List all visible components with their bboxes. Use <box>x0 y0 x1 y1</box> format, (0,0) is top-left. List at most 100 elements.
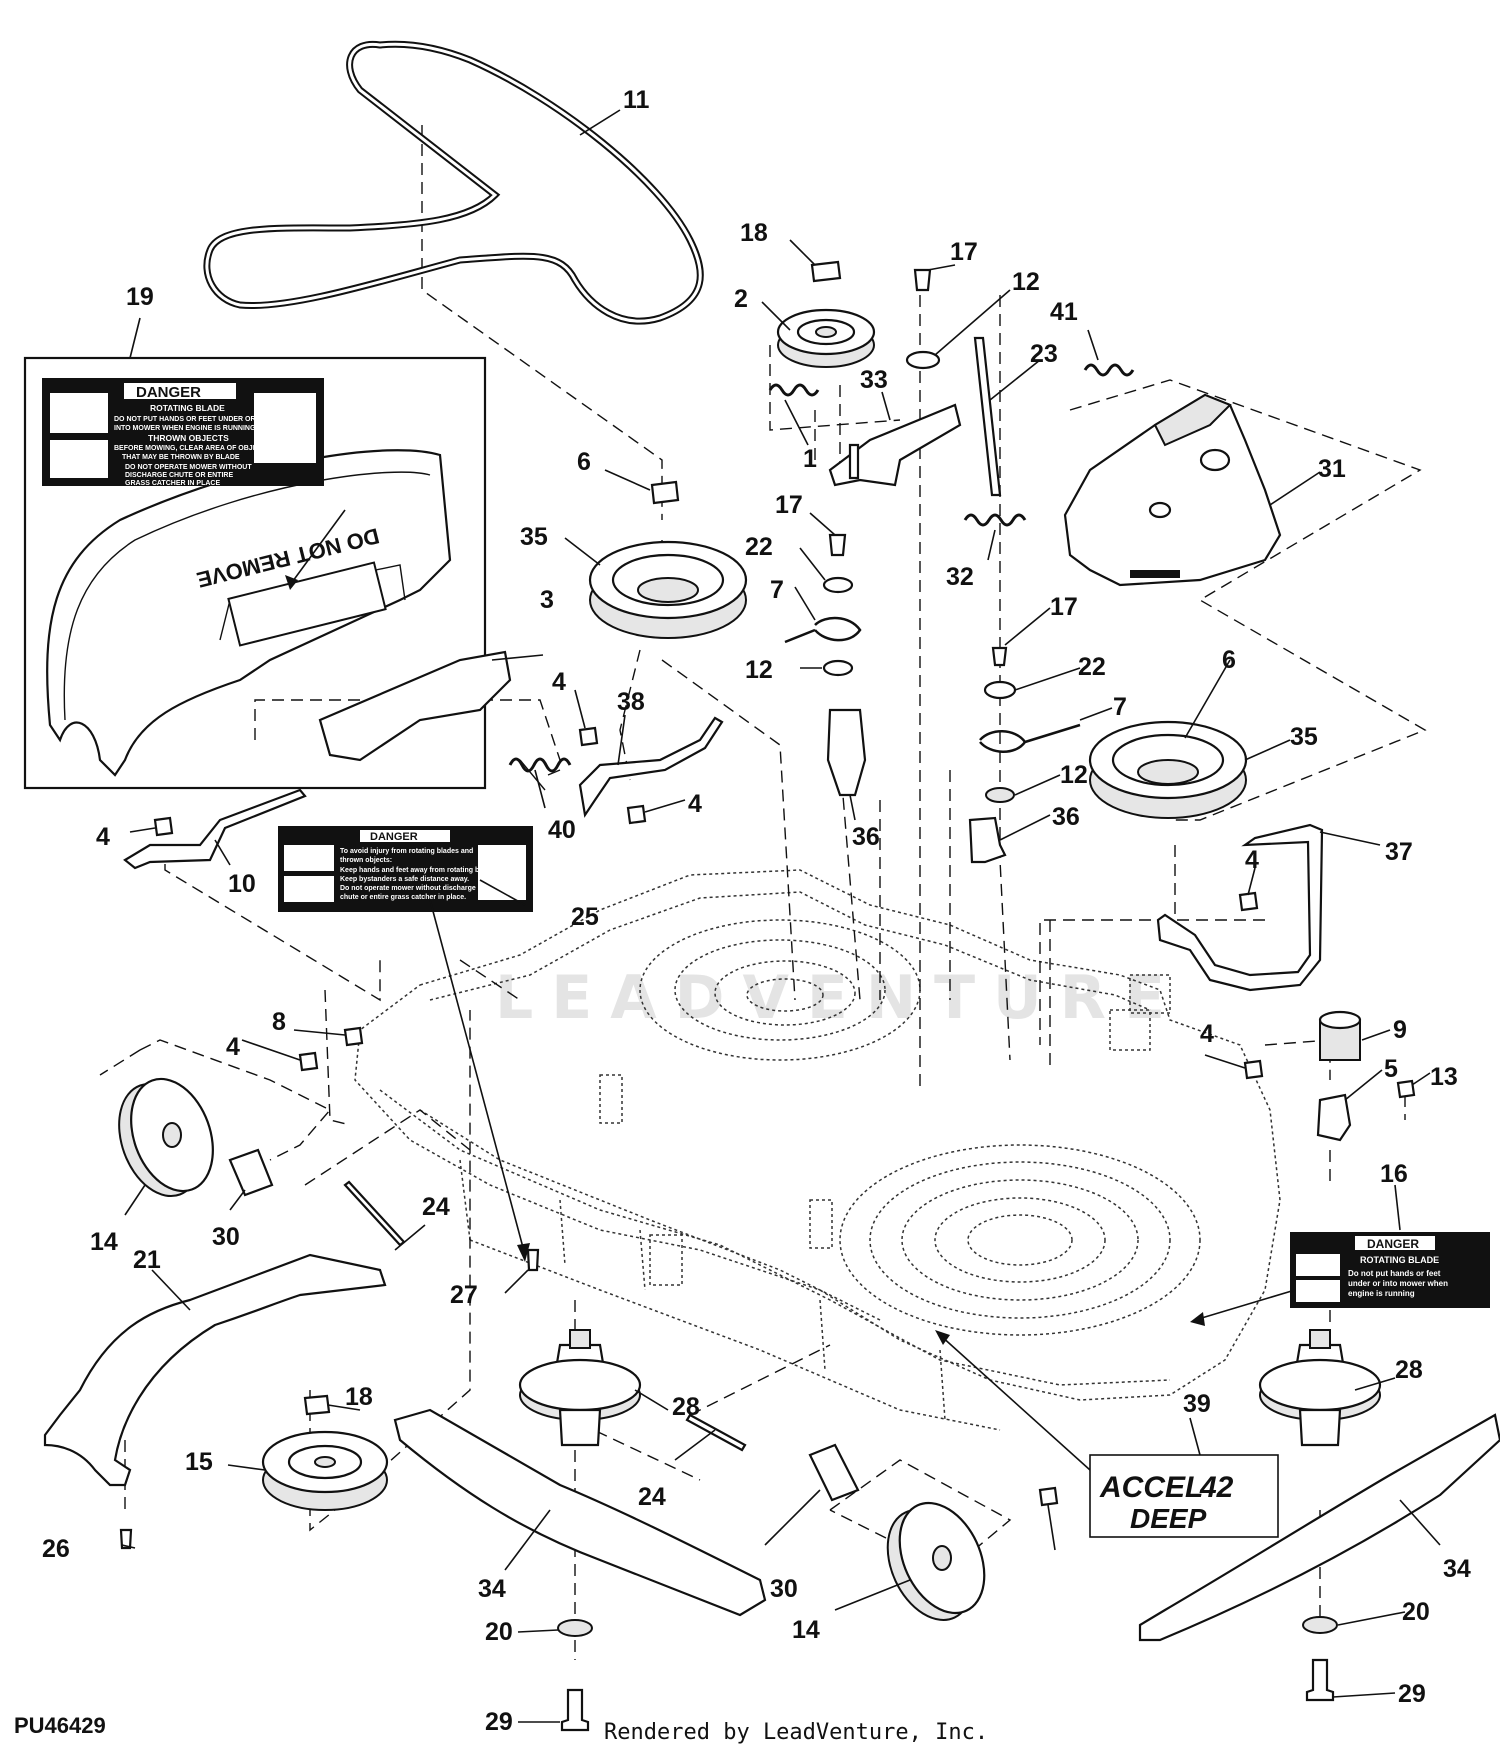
bolt-17-mid <box>828 533 847 557</box>
svg-text:THROWN OBJECTS: THROWN OBJECTS <box>148 433 229 443</box>
callout-23: 23 <box>1030 340 1058 368</box>
callout-17: 17 <box>950 238 978 266</box>
bracket-36-right <box>968 816 1007 864</box>
bracket-3 <box>318 650 512 762</box>
callout-12: 12 <box>1012 268 1040 296</box>
callout-18b: 18 <box>345 1383 373 1411</box>
svg-text:DO NOT OPERATE MOWER WITHOUT: DO NOT OPERATE MOWER WITHOUT <box>125 464 252 471</box>
svg-text:Do not put hands or feet: Do not put hands or feet <box>1348 1269 1441 1278</box>
callout-31: 31 <box>1318 455 1346 483</box>
spring-7-left <box>784 616 862 644</box>
nut-6-left <box>650 480 680 505</box>
callout-24b: 24 <box>638 1483 666 1511</box>
svg-text:INTO MOWER WHEN ENGINE IS RUNN: INTO MOWER WHEN ENGINE IS RUNNING <box>114 425 256 432</box>
decal-25: DANGER To avoid injury from rotating bla… <box>278 826 533 1262</box>
spindle-28-left <box>518 1329 642 1447</box>
spindle-28-right <box>1258 1329 1382 1447</box>
svg-text:THAT MAY BE THROWN BY BLADE: THAT MAY BE THROWN BY BLADE <box>122 454 240 461</box>
callout-30b: 30 <box>770 1575 798 1603</box>
bushing-9 <box>1318 1010 1362 1061</box>
mower-deck-outline <box>354 869 1281 1431</box>
callout-4a: 4 <box>96 823 110 851</box>
deflector-shield-inset: DANGER ROTATING BLADE DO NOT PUT HANDS O… <box>23 356 487 790</box>
nut-18-bottom <box>303 1394 331 1416</box>
belt-cover-31 <box>1063 393 1282 587</box>
callout-25: 25 <box>571 903 599 931</box>
nut-4-a <box>153 816 174 837</box>
rod-10 <box>123 788 307 870</box>
svg-text:chute or entire grass catcher: chute or entire grass catcher in place. <box>340 894 466 901</box>
gauge-wheel-14-left <box>118 1077 214 1198</box>
spring-7-right <box>979 723 1081 753</box>
figure-id: PU46429 <box>14 1713 106 1738</box>
callout-6: 6 <box>577 448 591 476</box>
callout-14b: 14 <box>792 1616 820 1644</box>
rod-23 <box>973 336 1002 497</box>
rod-37 <box>1156 823 1324 992</box>
gauge-wheel-14-right <box>886 1501 986 1621</box>
washer-20-right <box>1302 1616 1338 1634</box>
svg-text:DEEP: DEEP <box>1130 1503 1207 1534</box>
washer-20-left <box>557 1619 593 1637</box>
spring-32 <box>963 513 1027 527</box>
callout-19: 19 <box>126 283 154 311</box>
callout-41: 41 <box>1050 298 1078 326</box>
washer-12-mid <box>822 659 854 677</box>
spacer-30-left <box>228 1148 274 1197</box>
callout-35b: 35 <box>1290 723 1318 751</box>
callout-11: 11 <box>623 86 650 114</box>
svg-text:DO NOT PUT HANDS OR FEET UNDER: DO NOT PUT HANDS OR FEET UNDER OR <box>114 416 256 423</box>
blade-34-left <box>393 1408 767 1617</box>
callout-34: 34 <box>478 1575 506 1603</box>
nut-4-e <box>1243 1059 1264 1080</box>
callout-5: 5 <box>1384 1055 1398 1083</box>
svg-text:GRASS CATCHER IN PLACE: GRASS CATCHER IN PLACE <box>125 480 220 487</box>
callout-20: 20 <box>485 1618 513 1646</box>
bolt-26 <box>119 1528 133 1550</box>
nut-4-d <box>1238 891 1259 912</box>
svg-text:engine is running: engine is running <box>1348 1289 1415 1298</box>
nut-4-b <box>578 726 599 747</box>
svg-text:BEFORE MOWING, CLEAR AREA OF O: BEFORE MOWING, CLEAR AREA OF OBJECTS <box>114 445 272 452</box>
callout-3: 3 <box>540 586 554 614</box>
nut-8 <box>343 1026 364 1047</box>
bolt-29-left <box>560 1688 590 1732</box>
callout-4e: 4 <box>1200 1020 1214 1048</box>
callout-15: 15 <box>185 1448 213 1476</box>
callout-12b: 12 <box>745 656 773 684</box>
bracket-5 <box>1316 1093 1352 1142</box>
bolt-17-right <box>991 646 1008 667</box>
callout-9: 9 <box>1393 1016 1407 1044</box>
spring-1 <box>768 383 820 397</box>
idler-pulley-2 <box>776 308 876 368</box>
callout-37: 37 <box>1385 838 1413 866</box>
callout-33: 33 <box>860 366 888 394</box>
svg-text:Do not operate mower without d: Do not operate mower without discharge <box>340 885 476 892</box>
callout-20b: 20 <box>1402 1598 1430 1626</box>
callout-10: 10 <box>228 870 256 898</box>
pulley-35-left <box>588 540 748 639</box>
svg-text:Keep bystanders a safe distanc: Keep bystanders a safe distance away. <box>340 876 469 883</box>
nut-4-f <box>298 1051 319 1072</box>
callout-7: 7 <box>770 576 784 604</box>
svg-text:under or into mower when: under or into mower when <box>1348 1279 1448 1288</box>
watermark: LEADVENTURE <box>495 963 1183 1033</box>
callout-29b: 29 <box>1398 1680 1426 1708</box>
svg-text:ROTATING BLADE: ROTATING BLADE <box>1360 1255 1439 1265</box>
callout-7b: 7 <box>1113 693 1127 721</box>
baffle-21 <box>43 1253 387 1487</box>
callout-22b: 22 <box>1078 653 1106 681</box>
callout-13: 13 <box>1430 1063 1458 1091</box>
callout-26: 26 <box>42 1535 70 1563</box>
svg-text:DANGER: DANGER <box>370 831 418 843</box>
callout-30: 30 <box>212 1223 240 1251</box>
callout-4f: 4 <box>226 1033 240 1061</box>
callout-4c: 4 <box>688 790 702 818</box>
bolt-24-right <box>685 1413 747 1452</box>
callout-6b: 6 <box>1222 646 1236 674</box>
drive-belt <box>203 40 704 325</box>
blade-34-right <box>1138 1413 1500 1642</box>
bolt-24-left <box>343 1180 406 1247</box>
washer-12-top <box>905 350 941 370</box>
svg-text:DANGER: DANGER <box>1367 1237 1419 1251</box>
